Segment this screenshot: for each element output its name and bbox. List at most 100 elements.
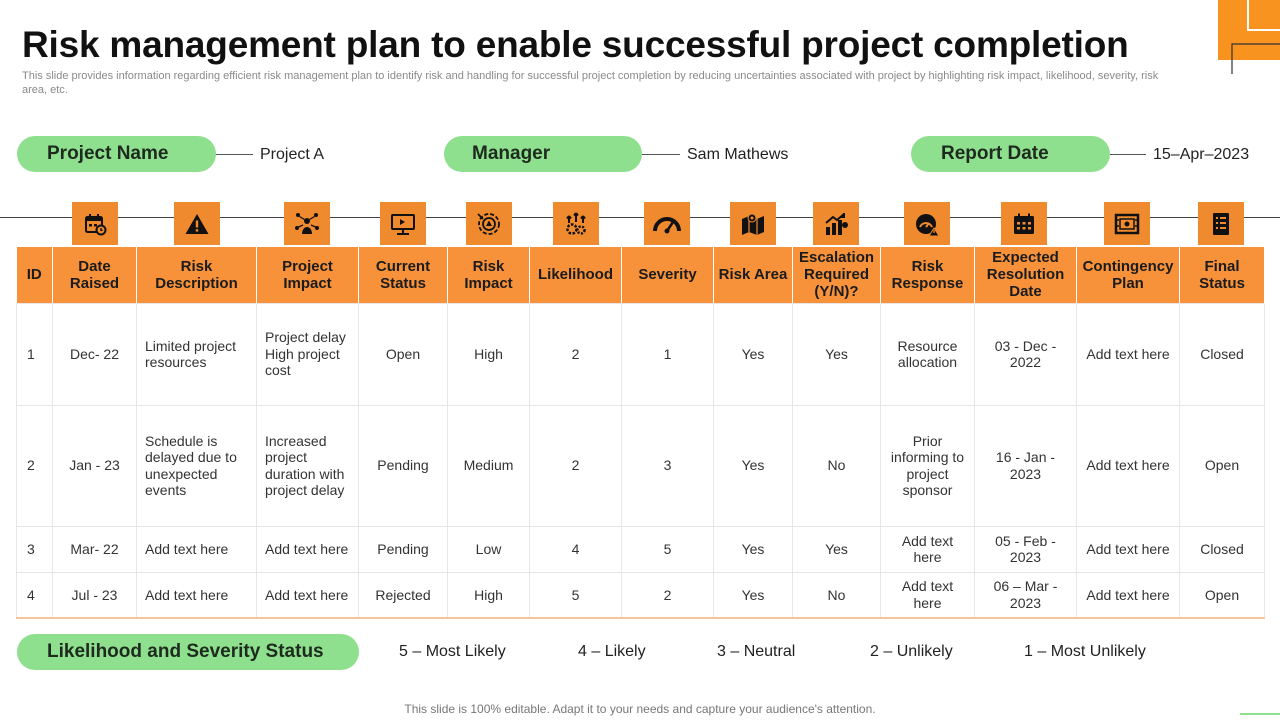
table-cell: Closed [1179, 525, 1265, 573]
risk-table: ID Date Raised Risk Description Project … [16, 247, 1265, 619]
table-row: 4 Jul - 23 Add text here Add text here R… [16, 571, 1265, 619]
table-cell: 4 [529, 525, 622, 573]
table-cell: Add text here [256, 571, 359, 619]
column-header: Risk Response [880, 247, 975, 303]
project-name-label: Project Name [17, 136, 216, 172]
table-cell: Add text here [1076, 571, 1180, 619]
speedometer-icon [644, 202, 690, 245]
table-cell: Low [447, 525, 530, 573]
project-name-value: Project A [260, 146, 325, 163]
blueprint-icon [1104, 202, 1150, 245]
table-cell: Add text here [1076, 302, 1180, 406]
table-cell: High [447, 571, 530, 619]
column-header: ID [16, 247, 53, 303]
table-cell: 03 - Dec - 2022 [974, 302, 1077, 406]
table-cell: Closed [1179, 302, 1265, 406]
column-header: Escalation Required (Y/N)? [792, 247, 881, 303]
table-row: 3 Mar- 22 Add text here Add text here Pe… [16, 525, 1265, 573]
table-cell: Pending [358, 404, 448, 527]
table-cell: Add text here [1076, 404, 1180, 527]
table-cell: Add text here [880, 525, 975, 573]
table-cell: Jan - 23 [52, 404, 137, 527]
table-cell: Open [358, 302, 448, 406]
table-cell: Yes [713, 525, 793, 573]
table-cell: 5 [621, 525, 714, 573]
report-date-label: Report Date [911, 136, 1110, 172]
table-cell: Pending [358, 525, 448, 573]
checklist-icon [1198, 202, 1244, 245]
table-cell: Yes [713, 404, 793, 527]
legend-item: 5 – Most Likely [399, 643, 506, 660]
table-cell: Rejected [358, 571, 448, 619]
table-cell: 2 [16, 404, 53, 527]
calendar-icon [72, 202, 118, 245]
column-header: Risk Description [136, 247, 257, 303]
column-header: Likelihood [529, 247, 622, 303]
table-cell: Add text here [136, 571, 257, 619]
column-header: Risk Area [713, 247, 793, 303]
column-header: Severity [621, 247, 714, 303]
column-header: Risk Impact [447, 247, 530, 303]
table-cell: Mar- 22 [52, 525, 137, 573]
presentation-icon [380, 202, 426, 245]
table-cell: Project delay High project cost [256, 302, 359, 406]
table-cell: No [792, 404, 881, 527]
table-cell: Jul - 23 [52, 571, 137, 619]
table-cell: Limited project resources [136, 302, 257, 406]
column-header: Final Status [1179, 247, 1265, 303]
table-cell: 05 - Feb - 2023 [974, 525, 1077, 573]
table-cell: Add text here [256, 525, 359, 573]
table-row: 1 Dec- 22 Limited project resources Proj… [16, 302, 1265, 406]
table-cell: 2 [529, 302, 622, 406]
table-cell: Schedule is delayed due to unexpected ev… [136, 404, 257, 527]
table-cell: Prior informing to project sponsor [880, 404, 975, 527]
table-cell: Yes [713, 302, 793, 406]
people-network-icon [284, 202, 330, 245]
table-cell: 3 [621, 404, 714, 527]
legend-item: 1 – Most Unlikely [1024, 643, 1146, 660]
footer-note: This slide is 100% editable. Adapt it to… [404, 702, 876, 716]
legend-item: 3 – Neutral [717, 643, 796, 660]
table-cell: Add text here [1076, 525, 1180, 573]
table-cell: Medium [447, 404, 530, 527]
table-cell: 2 [529, 404, 622, 527]
connector-line [642, 154, 680, 155]
page-title: Risk management plan to enable successfu… [22, 24, 1129, 65]
target-icon [466, 202, 512, 245]
column-header: Date Raised [52, 247, 137, 303]
table-cell: 1 [16, 302, 53, 406]
connector-line [1110, 154, 1146, 155]
table-cell: Add text here [136, 525, 257, 573]
table-cell: 06 – Mar - 2023 [974, 571, 1077, 619]
corner-decoration [1218, 0, 1280, 74]
table-cell: Yes [713, 571, 793, 619]
table-cell: Resource allocation [880, 302, 975, 406]
column-header: Current Status [358, 247, 448, 303]
table-cell: 1 [621, 302, 714, 406]
manager-label: Manager [444, 136, 642, 172]
table-cell: Dec- 22 [52, 302, 137, 406]
report-date-value: 15–Apr–2023 [1153, 146, 1250, 163]
legend-label: Likelihood and Severity Status [17, 634, 359, 670]
table-row: 2 Jan - 23 Schedule is delayed due to un… [16, 404, 1265, 527]
table-cell: Yes [792, 302, 881, 406]
table-cell: 4 [16, 571, 53, 619]
manager-value: Sam Mathews [687, 146, 789, 163]
alert-gauge-icon [904, 202, 950, 245]
table-header-row: ID Date Raised Risk Description Project … [16, 247, 1265, 303]
legend-item: 4 – Likely [578, 643, 646, 660]
table-cell: High [447, 302, 530, 406]
table-cell: Add text here [880, 571, 975, 619]
table-cell: Open [1179, 404, 1265, 527]
calendar-grid-icon [1001, 202, 1047, 245]
warning-icon [174, 202, 220, 245]
table-cell: Increased project duration with project … [256, 404, 359, 527]
page-subtitle: This slide provides information regardin… [22, 70, 1159, 96]
table-cell: Yes [792, 525, 881, 573]
legend-item: 2 – Unlikely [870, 643, 953, 660]
table-cell: 2 [621, 571, 714, 619]
table-cell: Open [1179, 571, 1265, 619]
table-cell: No [792, 571, 881, 619]
column-header: Expected Resolution Date [974, 247, 1077, 303]
icon-timeline-line [0, 217, 1280, 218]
